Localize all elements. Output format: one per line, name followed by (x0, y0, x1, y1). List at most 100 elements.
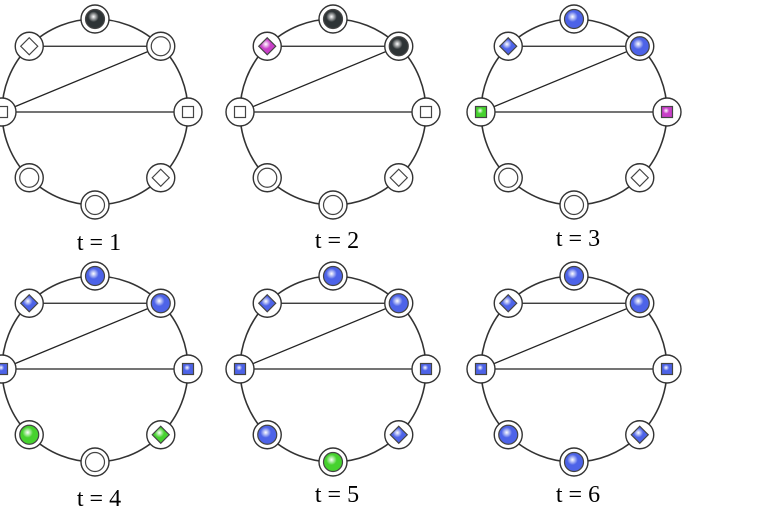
graph-node (411, 97, 441, 127)
circle-symbol (19, 424, 40, 445)
square-symbol (233, 105, 247, 119)
diamond-symbol (630, 425, 650, 445)
diamond-symbol (19, 293, 39, 313)
diamond-symbol (389, 168, 409, 188)
circle-symbol (150, 293, 171, 314)
graph-node (0, 354, 17, 384)
graph-edge (239, 302, 400, 370)
diamond-symbol (498, 293, 518, 313)
diagram-panel: t = 2 (225, 4, 441, 254)
circle-symbol (629, 293, 650, 314)
circle-symbol (563, 8, 585, 30)
graph-node (466, 354, 496, 384)
diagram-panel: t = 4 (0, 261, 203, 511)
graph-node (559, 4, 589, 34)
circle-symbol (257, 167, 278, 188)
graph-node (625, 420, 655, 450)
graph-edge (239, 45, 400, 113)
diamond-symbol (498, 36, 518, 56)
square-symbol (419, 105, 433, 119)
circle-symbol (563, 265, 585, 287)
graph-node (173, 97, 203, 127)
graph-node (559, 261, 589, 291)
square-symbol (181, 362, 195, 376)
graph-node (493, 420, 523, 450)
graph-node (493, 288, 523, 318)
graph-node (625, 31, 655, 61)
graph-node (146, 163, 176, 193)
panel-time-label: t = 6 (556, 482, 600, 508)
graph-node (559, 447, 589, 477)
circle-symbol (629, 36, 650, 57)
graph-node (146, 288, 176, 318)
graph-node (318, 4, 348, 34)
diagram-panel: t = 6 (466, 261, 682, 508)
diamond-symbol (630, 168, 650, 188)
square-symbol (474, 105, 488, 119)
graph-node (318, 190, 348, 220)
graph-node (559, 190, 589, 220)
graph-node (411, 354, 441, 384)
circle-symbol (563, 194, 585, 216)
graph-node (80, 190, 110, 220)
diamond-symbol (257, 36, 277, 56)
graph-node (146, 31, 176, 61)
square-symbol (660, 105, 674, 119)
panel-time-label: t = 5 (315, 482, 359, 508)
circle-symbol (84, 451, 106, 473)
graph-node (384, 31, 414, 61)
graph-node (80, 261, 110, 291)
graph-node (652, 97, 682, 127)
graph-node (80, 4, 110, 34)
diamond-symbol (19, 36, 39, 56)
graph-node (384, 420, 414, 450)
circle-symbol (498, 167, 519, 188)
circle-symbol (388, 36, 409, 57)
graph-node (252, 288, 282, 318)
graph-edge (1, 302, 162, 370)
circle-symbol (322, 265, 344, 287)
graph-node (252, 163, 282, 193)
graph-node (80, 447, 110, 477)
graph-node (0, 97, 17, 127)
circle-symbol (563, 451, 585, 473)
circle-symbol (498, 424, 519, 445)
square-symbol (0, 362, 9, 376)
diamond-symbol (389, 425, 409, 445)
diagram-panel: t = 5 (225, 261, 441, 508)
circle-symbol (322, 194, 344, 216)
circle-symbol (19, 167, 40, 188)
square-symbol (419, 362, 433, 376)
graph-edge (480, 45, 641, 113)
graph-node (14, 288, 44, 318)
graph-edge (480, 302, 641, 370)
circle-symbol (84, 8, 106, 30)
diamond-symbol (257, 293, 277, 313)
graph-node (493, 31, 523, 61)
panel-time-label: t = 4 (77, 486, 121, 511)
square-symbol (0, 105, 9, 119)
circle-symbol (84, 194, 106, 216)
graph-node (318, 261, 348, 291)
graph-node (318, 447, 348, 477)
square-symbol (233, 362, 247, 376)
circle-symbol (388, 293, 409, 314)
graph-node (225, 354, 255, 384)
circle-symbol (84, 265, 106, 287)
diagram-panel: t = 1 (0, 4, 203, 256)
graph-node (173, 354, 203, 384)
graph-node (384, 163, 414, 193)
diagram-panel: t = 3 (466, 4, 682, 252)
circle-symbol (322, 451, 344, 473)
graph-edge (1, 45, 162, 113)
graph-node (384, 288, 414, 318)
square-symbol (660, 362, 674, 376)
graph-node (252, 31, 282, 61)
circle-symbol (150, 36, 171, 57)
graph-node (252, 420, 282, 450)
panel-time-label: t = 2 (315, 228, 359, 254)
graph-node (625, 163, 655, 193)
graph-node (14, 163, 44, 193)
diamond-symbol (151, 168, 171, 188)
